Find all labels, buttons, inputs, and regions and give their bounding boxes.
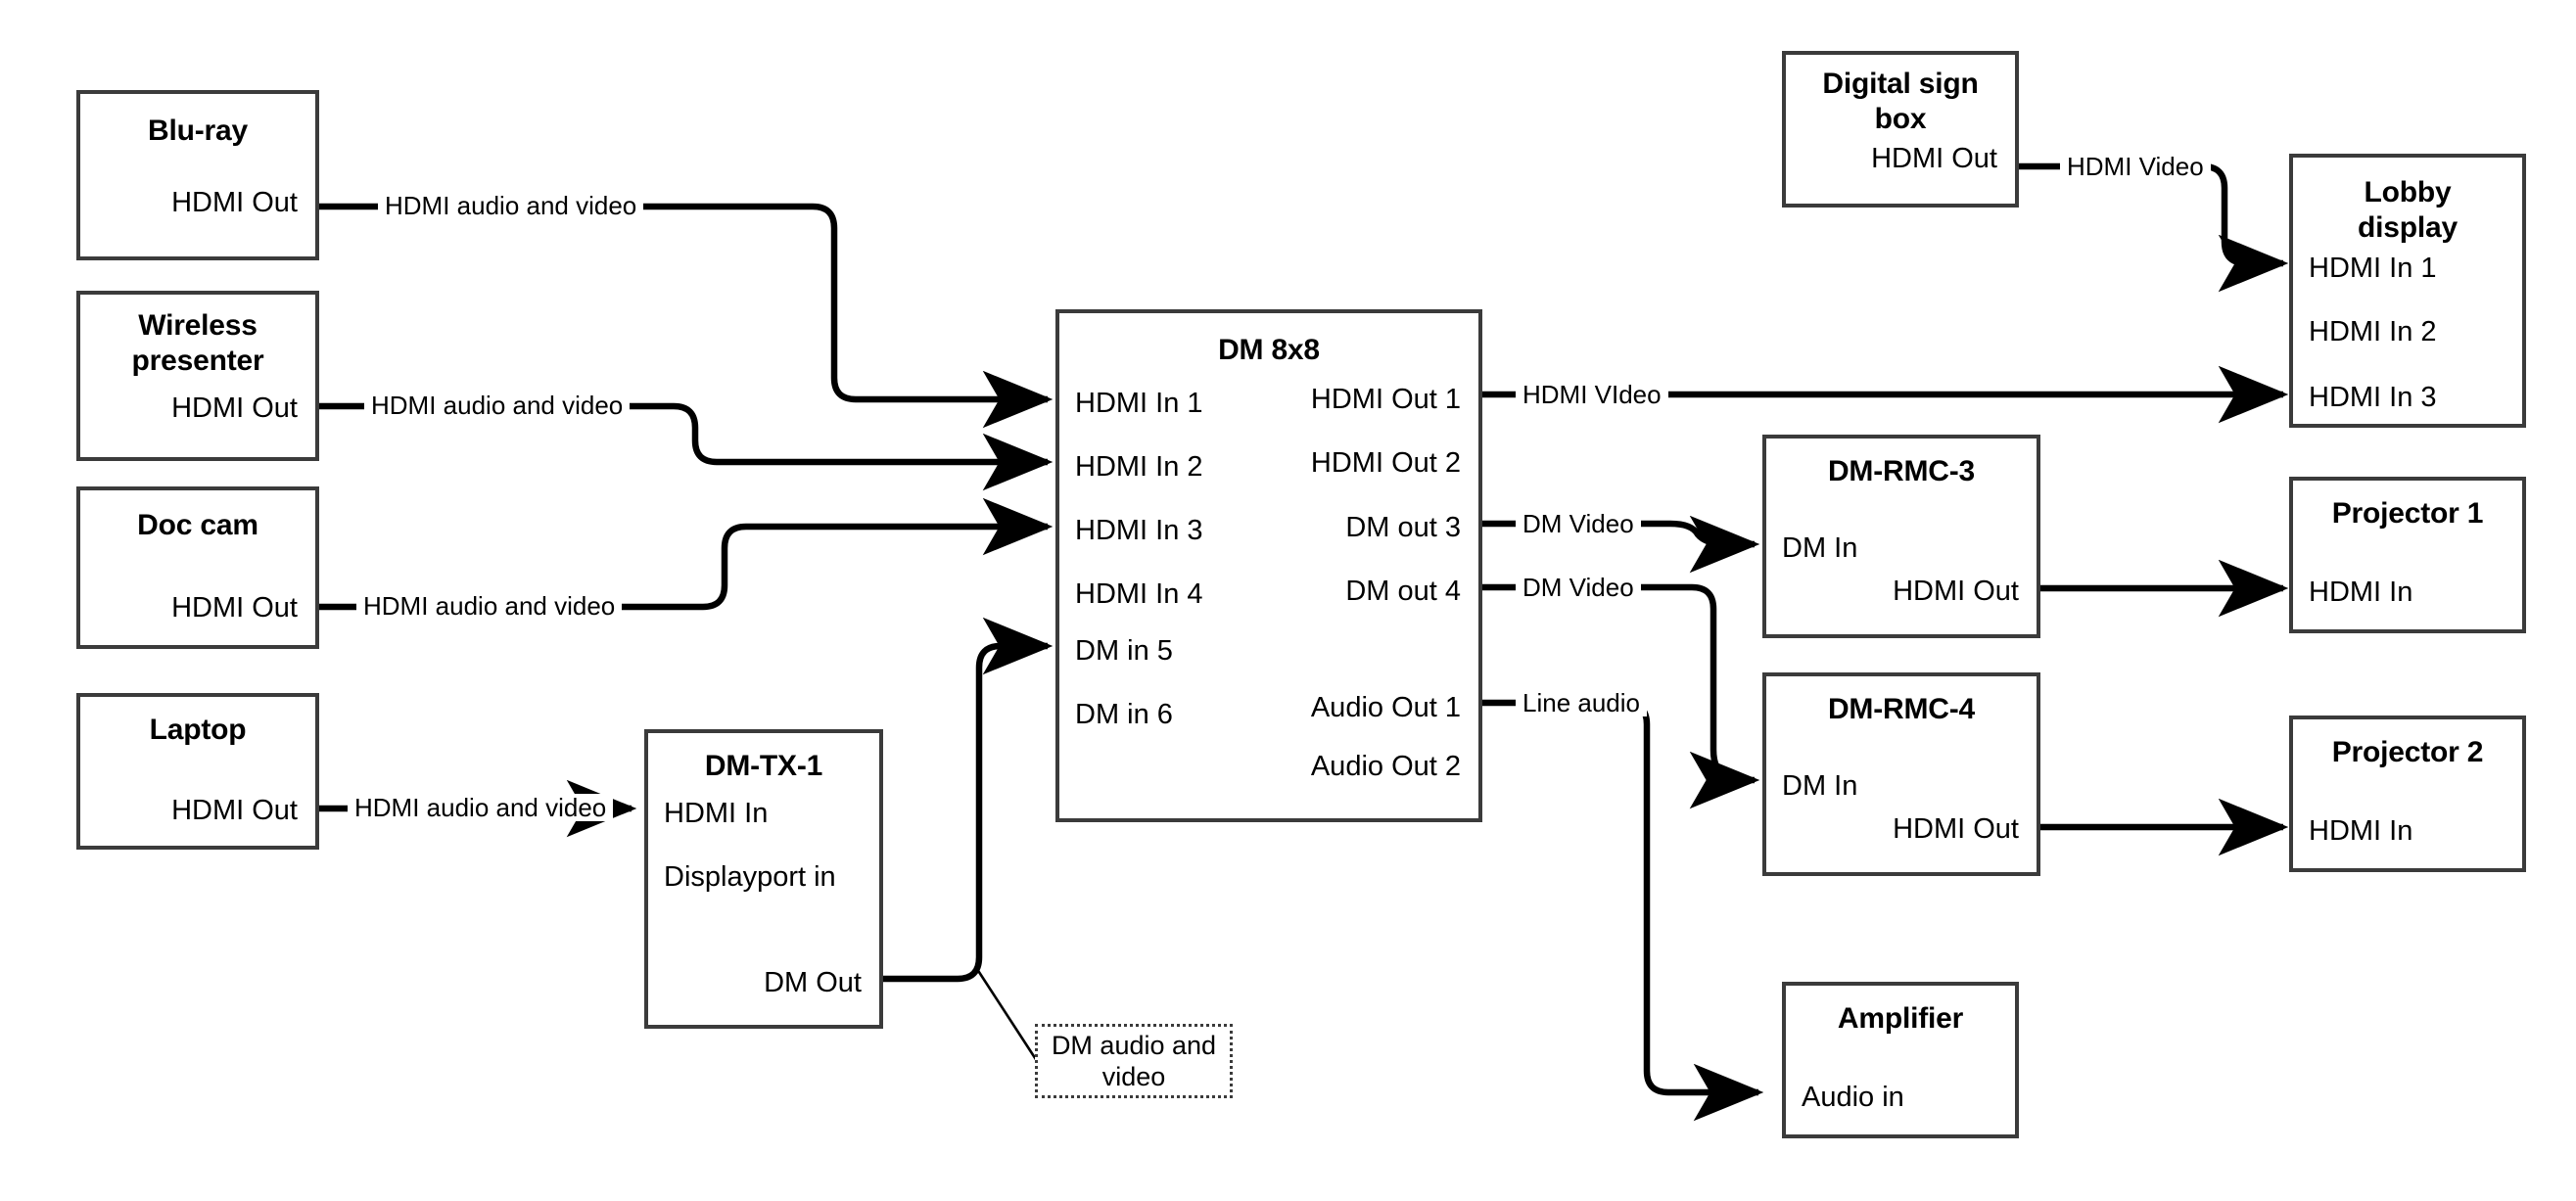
node-dm-tx-1[interactable]: DM-TX-1 HDMI In Displayport in DM Out xyxy=(644,729,883,1029)
wire-dm-out4-to-rmc4 xyxy=(1480,583,1760,809)
wire-label-signbox: HDMI Video xyxy=(2060,153,2211,180)
port-hdmi-in[interactable]: HDMI In xyxy=(664,798,769,829)
node-dm-rmc-4[interactable]: DM-RMC-4 DM In HDMI Out xyxy=(1762,672,2040,876)
node-title-line1: Digital sign xyxy=(1822,68,1979,100)
port-displayport-in[interactable]: Displayport in xyxy=(664,861,836,893)
node-title: DM-RMC-4 xyxy=(1827,693,1976,725)
wire-label-wireless: HDMI audio and video xyxy=(364,392,631,419)
node-title: DM-RMC-3 xyxy=(1827,455,1976,487)
callout-dm-audio-and-video: DM audio and video xyxy=(1035,1024,1233,1098)
node-title: Projector 2 xyxy=(2331,736,2484,768)
wire-label-dm-video-out3: DM Video xyxy=(1516,510,1641,537)
node-title: Laptop xyxy=(149,714,247,746)
port-hdmi-in[interactable]: HDMI In xyxy=(2309,815,2413,847)
port-audio-out-2[interactable]: Audio Out 2 xyxy=(1310,751,1461,782)
callout-leader-line xyxy=(973,965,1043,1068)
port-hdmi-in-2[interactable]: HDMI In 2 xyxy=(2309,316,2437,347)
port-dm-out[interactable]: DM Out xyxy=(764,967,862,998)
port-dm-in[interactable]: DM In xyxy=(1782,770,1858,802)
node-title: Doc cam xyxy=(137,509,258,541)
port-audio-in[interactable]: Audio in xyxy=(1802,1082,1904,1113)
port-audio-out-1[interactable]: Audio Out 1 xyxy=(1310,692,1461,723)
port-hdmi-in-4[interactable]: HDMI In 4 xyxy=(1075,578,1203,610)
port-hdmi-out[interactable]: HDMI Out xyxy=(1893,576,2019,607)
port-dm-in-6[interactable]: DM in 6 xyxy=(1075,699,1173,730)
port-dm-out-4[interactable]: DM out 4 xyxy=(1345,576,1461,607)
node-title-line2: box xyxy=(1874,103,1927,135)
node-projector-2[interactable]: Projector 2 HDMI In xyxy=(2289,716,2526,872)
wire-label-bluray: HDMI audio and video xyxy=(378,192,644,219)
port-hdmi-out[interactable]: HDMI Out xyxy=(171,795,298,826)
node-title: Blu-ray xyxy=(148,115,248,147)
port-hdmi-in-3[interactable]: HDMI In 3 xyxy=(1075,515,1203,546)
node-title: DM 8x8 xyxy=(1218,334,1320,366)
node-blu-ray[interactable]: Blu-ray HDMI Out xyxy=(76,90,319,260)
port-hdmi-in-2[interactable]: HDMI In 2 xyxy=(1075,451,1203,483)
node-projector-1[interactable]: Projector 1 HDMI In xyxy=(2289,477,2526,633)
port-dm-in[interactable]: DM In xyxy=(1782,532,1858,564)
port-hdmi-out-2[interactable]: HDMI Out 2 xyxy=(1310,447,1461,479)
port-hdmi-in[interactable]: HDMI In xyxy=(2309,577,2413,608)
node-title-line1: Wireless xyxy=(138,309,258,342)
node-title: Projector 1 xyxy=(2331,497,2484,530)
port-hdmi-out[interactable]: HDMI Out xyxy=(171,592,298,624)
node-doc-cam[interactable]: Doc cam HDMI Out xyxy=(76,486,319,649)
node-dm-8x8[interactable]: DM 8x8 HDMI In 1 HDMI In 2 HDMI In 3 HDM… xyxy=(1055,309,1482,822)
wire-label-doccam: HDMI audio and video xyxy=(356,592,623,620)
node-amplifier[interactable]: Amplifier Audio in xyxy=(1782,982,2019,1138)
port-hdmi-out[interactable]: HDMI Out xyxy=(171,187,298,218)
port-hdmi-out[interactable]: HDMI Out xyxy=(1893,813,2019,845)
node-title: DM-TX-1 xyxy=(704,750,823,782)
callout-line-1: DM audio and xyxy=(1051,1031,1217,1060)
wire-label-hdmi-video-out1: HDMI VIdeo xyxy=(1516,381,1668,408)
node-title-line2: presenter xyxy=(131,345,264,377)
wire-label-laptop: HDMI audio and video xyxy=(348,794,614,821)
wire-audio-out1-to-amplifier xyxy=(1480,699,1764,1122)
port-dm-out-3[interactable]: DM out 3 xyxy=(1345,512,1461,543)
node-title: Amplifier xyxy=(1837,1002,1964,1035)
wire-label-dm-video-out4: DM Video xyxy=(1516,574,1641,601)
node-dm-rmc-3[interactable]: DM-RMC-3 DM In HDMI Out xyxy=(1762,435,2040,638)
node-lobby-display[interactable]: Lobby display HDMI In 1 HDMI In 2 HDMI I… xyxy=(2289,154,2526,428)
port-hdmi-out[interactable]: HDMI Out xyxy=(1871,143,1997,174)
node-title-line2: display xyxy=(2358,211,2458,244)
port-dm-in-5[interactable]: DM in 5 xyxy=(1075,635,1173,667)
node-digital-sign-box[interactable]: Digital sign box HDMI Out xyxy=(1782,51,2019,208)
port-hdmi-out-1[interactable]: HDMI Out 1 xyxy=(1310,384,1461,415)
port-hdmi-in-1[interactable]: HDMI In 1 xyxy=(1075,388,1203,419)
wire-tx1-to-dm-in5 xyxy=(881,617,1054,983)
wire-label-line-audio: Line audio xyxy=(1516,689,1647,716)
callout-line-2: video xyxy=(1101,1062,1166,1091)
port-hdmi-in-1[interactable]: HDMI In 1 xyxy=(2309,253,2437,284)
port-hdmi-out[interactable]: HDMI Out xyxy=(171,393,298,424)
node-title-line1: Lobby xyxy=(2364,176,2452,208)
wire-bluray-to-dm-in1 xyxy=(318,203,1054,429)
node-laptop[interactable]: Laptop HDMI Out xyxy=(76,693,319,850)
port-hdmi-in-3[interactable]: HDMI In 3 xyxy=(2309,382,2437,413)
node-wireless-presenter[interactable]: Wireless presenter HDMI Out xyxy=(76,291,319,461)
